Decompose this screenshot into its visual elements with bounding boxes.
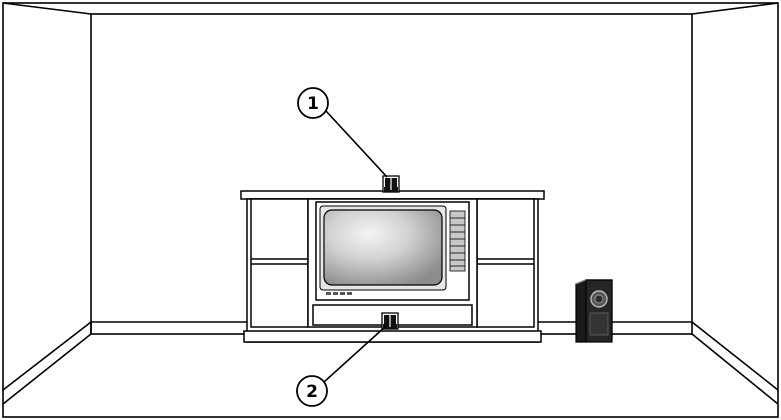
callout-2-number: 2 [306,382,318,402]
left-floor-edge [2,333,92,405]
subwoofer [575,279,613,343]
callout-2-leader [323,325,387,383]
right-shelf-bay [476,198,535,328]
ceiling-right-edge [691,2,779,15]
left-skirting [2,321,92,391]
center-speaker-1 [382,175,400,193]
ceiling-left-edge [2,2,92,15]
tv-screen [323,209,443,286]
tv-control-buttons [326,292,352,295]
callout-2: 2 [296,325,387,407]
callout-2-circle [296,375,328,407]
right-floor-edge [691,333,779,405]
callout-1-leader [325,110,388,178]
callout-1-number: 1 [307,94,319,114]
left-shelf-bay [250,198,309,328]
callout-1-circle [297,87,329,119]
center-speaker-2 [381,312,399,330]
television [315,201,470,301]
cabinet-base [243,330,542,343]
tv-speaker-grille [449,210,466,272]
right-skirting [691,321,779,391]
callout-1: 1 [297,87,388,178]
